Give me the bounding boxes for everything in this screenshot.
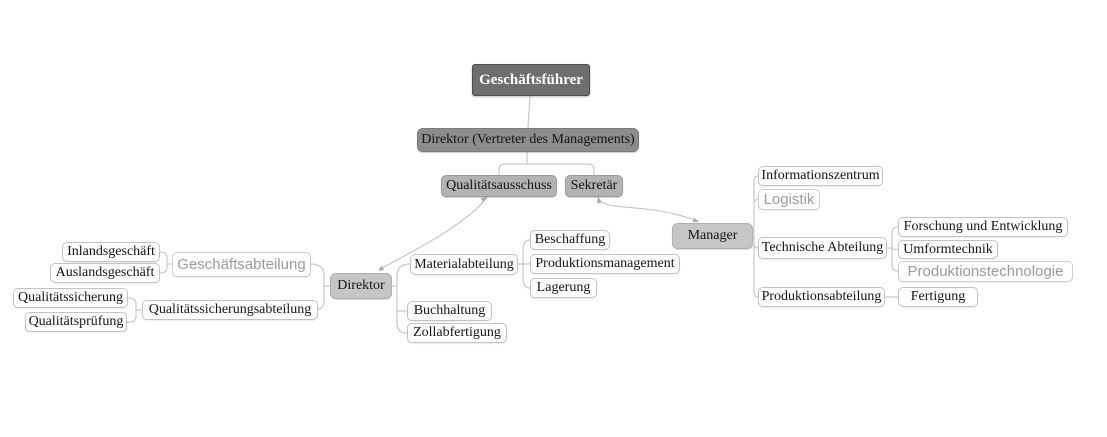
node-produktionsmanagement[interactable]: Produktionsmanagement	[530, 254, 680, 274]
node-umformtechnik[interactable]: Umformtechnik	[898, 240, 998, 259]
tree-connectors	[126, 95, 899, 334]
node-informationszentrum[interactable]: Informationszentrum	[758, 166, 883, 186]
node-materialabteilung[interactable]: Materialabteilung	[410, 254, 518, 275]
node-zollabfertigung[interactable]: Zollabfertigung	[407, 323, 507, 343]
node-direktor[interactable]: Direktor	[330, 273, 392, 299]
relationship-arrow-sekretaer-manager[interactable]	[597, 196, 699, 223]
node-qualitaetssicherungsabteilung[interactable]: Qualitätssicherungsabteilung	[142, 300, 318, 320]
node-buchhaltung[interactable]: Buchhaltung	[407, 301, 492, 321]
node-geschaeftsfuehrer[interactable]: Geschäftsführer	[472, 64, 590, 96]
node-manager[interactable]: Manager	[672, 223, 753, 249]
relationship-arrow-qualitaetsausschuss-direktor[interactable]	[378, 196, 488, 271]
node-sekretaer[interactable]: Sekretär	[565, 175, 623, 197]
node-auslandsgeschaeft[interactable]: Auslandsgeschäft	[50, 263, 160, 283]
node-beschaffung[interactable]: Beschaffung	[530, 230, 610, 250]
node-qualitaetssicherung[interactable]: Qualitätssicherung	[13, 288, 128, 308]
node-qualitaetspruefung[interactable]: Qualitätsprüfung	[25, 312, 127, 332]
node-geschaeftsabteilung[interactable]: Geschäftsabteilung	[172, 252, 311, 277]
node-qualitaetsausschuss[interactable]: Qualitätsausschuss	[441, 175, 557, 197]
node-direktor-vertreter[interactable]: Direktor (Vertreter des Managements)	[417, 128, 639, 152]
node-fertigung[interactable]: Fertigung	[898, 287, 978, 307]
node-produktionsabteilung[interactable]: Produktionsabteilung	[758, 287, 885, 307]
node-forschung-und-entwicklung[interactable]: Forschung und Entwicklung	[898, 217, 1068, 237]
node-produktionstechnologie[interactable]: Produktionstechnologie	[898, 261, 1073, 282]
node-lagerung[interactable]: Lagerung	[530, 278, 597, 298]
node-logistik[interactable]: Logistik	[758, 189, 820, 210]
node-technische-abteilung[interactable]: Technische Abteilung	[758, 237, 887, 259]
node-inlandsgeschaeft[interactable]: Inlandsgeschäft	[62, 242, 160, 262]
